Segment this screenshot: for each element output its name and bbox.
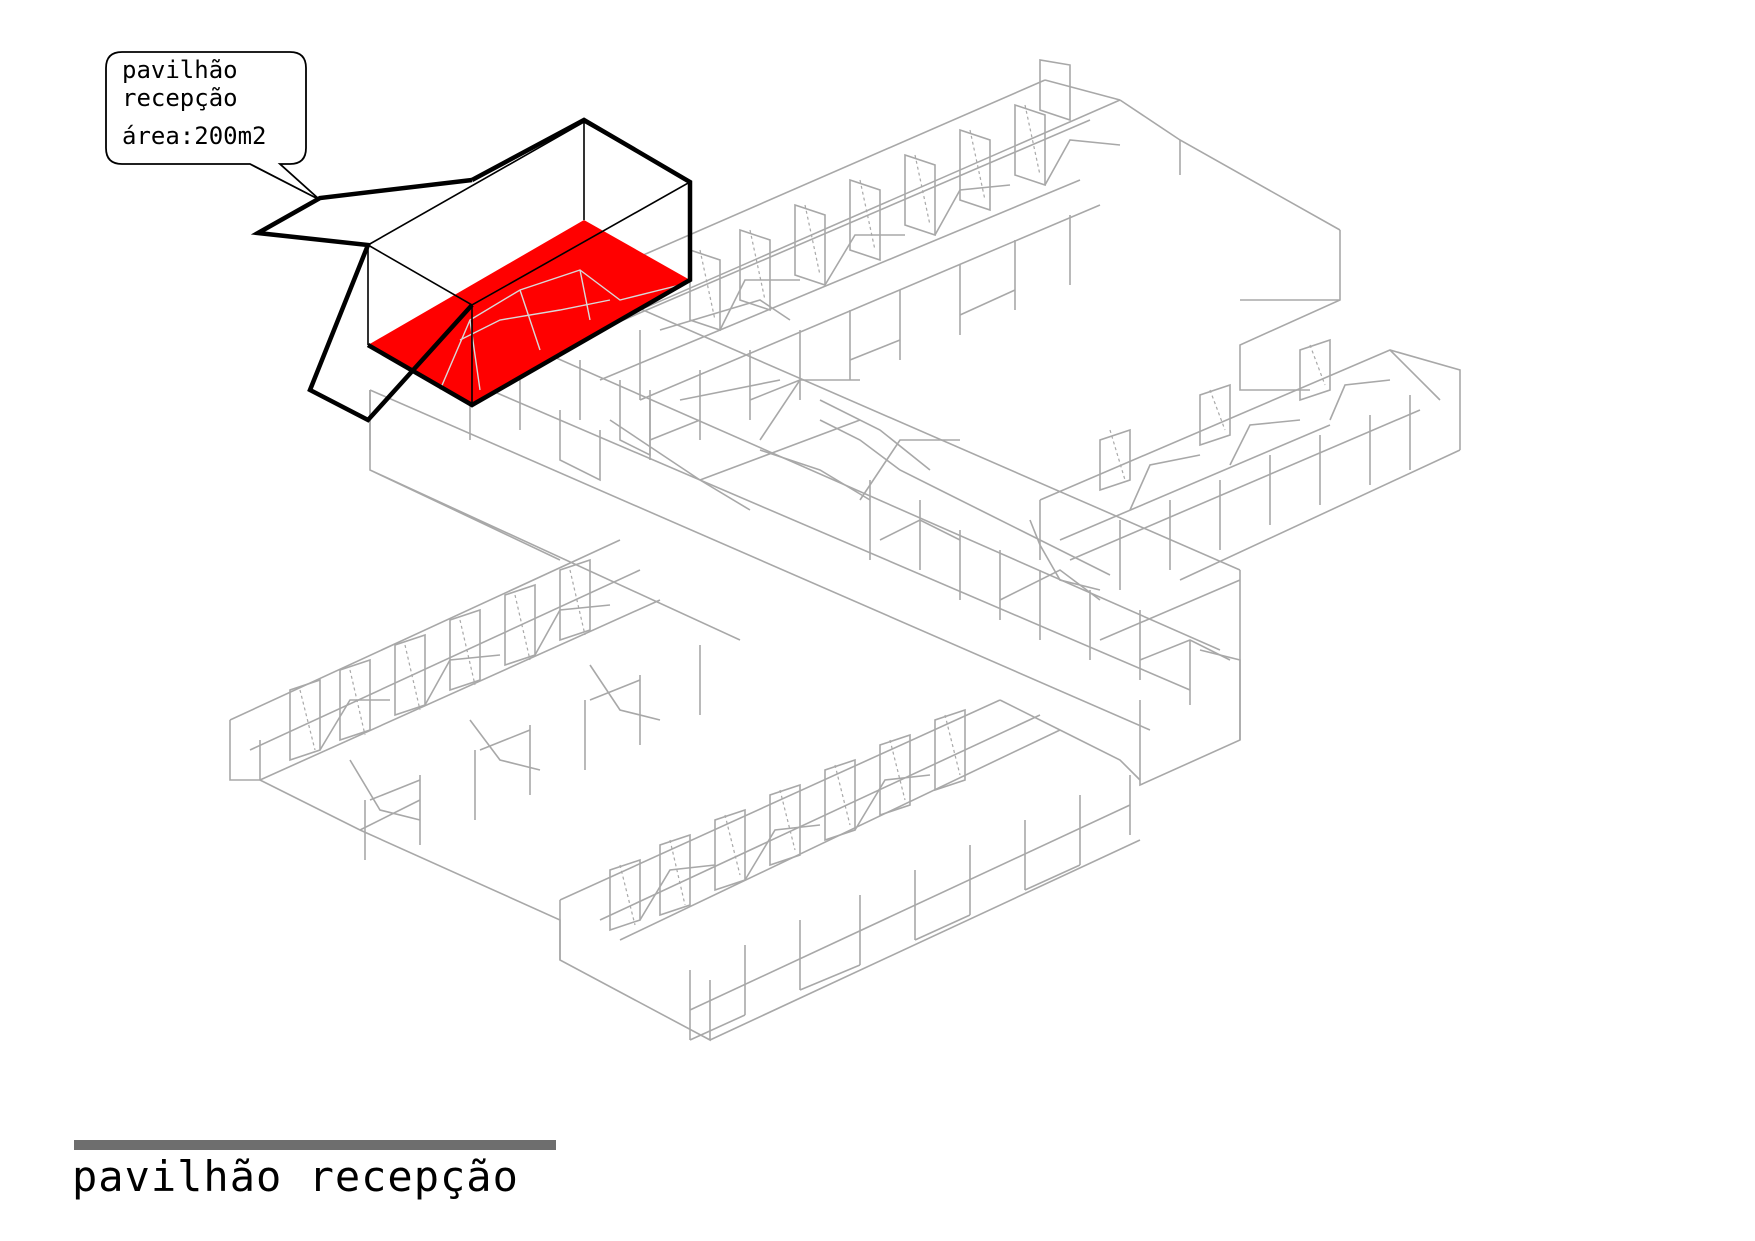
reception-thick-outline xyxy=(250,117,693,423)
wing-lower-left xyxy=(229,539,701,960)
wing-bottom xyxy=(559,699,1141,1042)
callout-line-1: pavilhão xyxy=(122,56,238,84)
callout-bubble xyxy=(105,51,321,201)
wing-upper-right xyxy=(539,59,1341,460)
callout-line-2: recepção xyxy=(122,84,238,112)
reception-floor-highlight xyxy=(368,220,690,405)
reception-inner-structure xyxy=(439,269,681,391)
callout-text: pavilhão recepção área:200m2 xyxy=(122,56,267,150)
page-title: pavilhão recepção xyxy=(72,1152,519,1201)
callout-area: área:200m2 xyxy=(122,122,267,150)
reception-pavilion xyxy=(250,117,693,423)
title-underline-bar xyxy=(74,1140,556,1150)
wing-right xyxy=(1029,338,1461,591)
central-spine xyxy=(369,299,1241,787)
bracing-dashed xyxy=(299,104,1326,926)
structure-frame xyxy=(229,59,1461,1042)
